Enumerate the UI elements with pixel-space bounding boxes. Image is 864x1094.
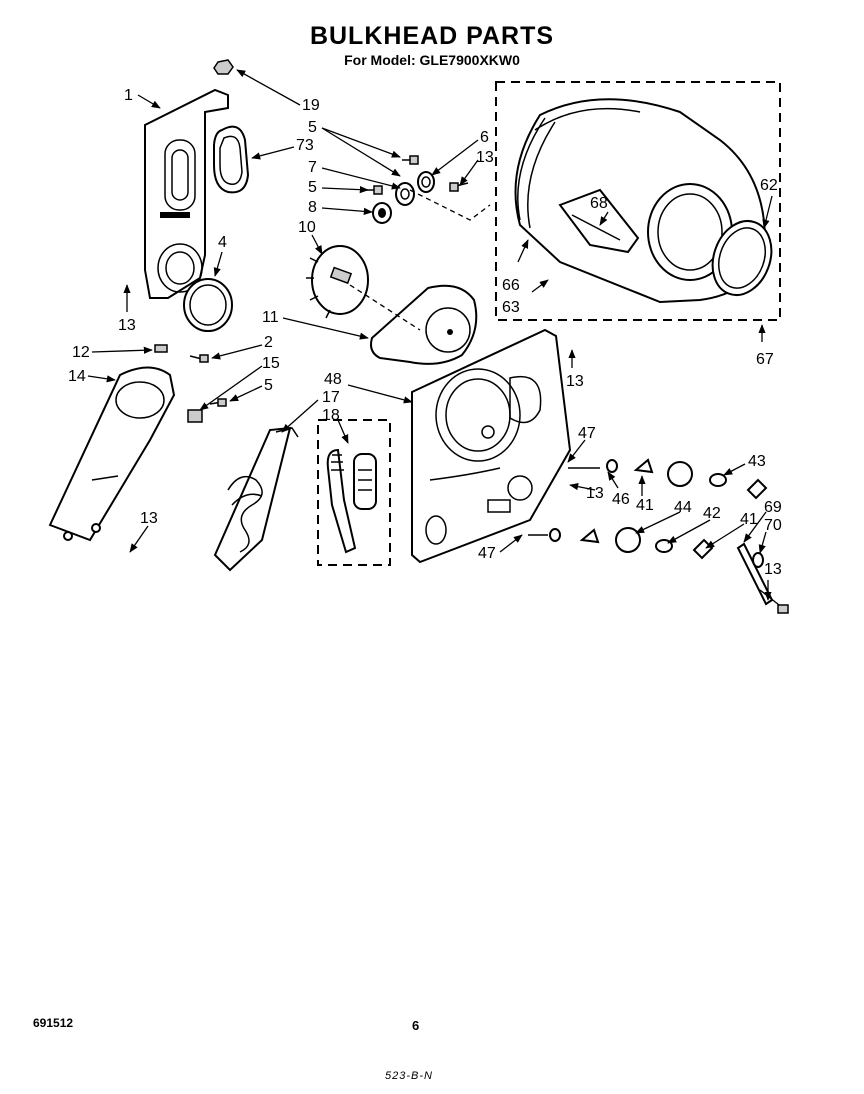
callout: 15 <box>262 355 280 372</box>
callout: 13 <box>140 510 158 527</box>
leader-lines <box>87 69 789 614</box>
callout: 63 <box>502 299 520 316</box>
callout: 8 <box>308 199 317 216</box>
callout: 14 <box>68 368 86 385</box>
seal-73 <box>213 125 250 194</box>
brush-box <box>317 419 391 566</box>
nut-19 <box>213 59 234 75</box>
drum-66 <box>514 98 767 304</box>
document-number: 691512 <box>33 1016 74 1030</box>
blower-housing-11 <box>349 284 478 365</box>
callout: 5 <box>308 119 317 136</box>
front-bulkhead-panel <box>144 88 229 299</box>
callout: 17 <box>322 389 340 406</box>
callout: 11 <box>262 309 279 326</box>
callout: 13 <box>566 373 584 390</box>
drum-seal-62 <box>711 220 773 296</box>
callout: 46 <box>612 491 630 508</box>
blower-wheel-10 <box>306 245 369 319</box>
callout: 73 <box>296 137 314 154</box>
callout: 41 <box>740 511 758 528</box>
callout: 12 <box>72 344 90 361</box>
callout-labels: 1 19 5 73 6 7 13 5 8 4 10 13 11 12 2 15 … <box>68 87 782 578</box>
callout: 6 <box>480 129 489 146</box>
rear-panel-14 <box>48 366 176 542</box>
callout: 7 <box>308 159 317 176</box>
callout: 70 <box>764 517 782 534</box>
callout: 41 <box>636 497 654 514</box>
small-parts-12-2 <box>154 344 227 423</box>
callout: 5 <box>308 179 317 196</box>
callout: 69 <box>764 499 782 516</box>
callout: 13 <box>118 317 136 334</box>
callout: 42 <box>703 505 721 522</box>
callout: 47 <box>478 545 496 562</box>
callout: 43 <box>748 453 766 470</box>
callout: 5 <box>264 377 273 394</box>
callout: 66 <box>502 277 520 294</box>
callout: 4 <box>218 234 227 251</box>
callout: 68 <box>590 195 608 212</box>
callout: 47 <box>578 425 596 442</box>
ring-seal-4 <box>183 278 233 332</box>
callout: 10 <box>298 219 316 236</box>
callout: 13 <box>476 149 494 166</box>
callout: 13 <box>586 485 604 502</box>
drum-assembly-box <box>495 81 781 321</box>
callout: 18 <box>322 407 340 424</box>
page-title: BULKHEAD PARTS <box>309 22 555 50</box>
idler-parts <box>528 458 774 606</box>
model-subtitle: For Model: GLE7900XKW0 <box>344 52 520 68</box>
callout: 67 <box>756 351 774 368</box>
callout: 13 <box>764 561 782 578</box>
page-number: 6 <box>412 1018 420 1033</box>
document-code: 523-B-N <box>385 1070 433 1082</box>
heating-element-17 <box>213 426 299 572</box>
callout: 62 <box>760 177 778 194</box>
callout: 1 <box>124 87 133 104</box>
rear-bulkhead-48 <box>411 328 572 564</box>
callout: 48 <box>324 371 342 388</box>
callout: 2 <box>264 334 273 351</box>
callout: 19 <box>302 97 320 114</box>
callout: 44 <box>674 499 692 516</box>
brush-18 <box>326 448 377 554</box>
